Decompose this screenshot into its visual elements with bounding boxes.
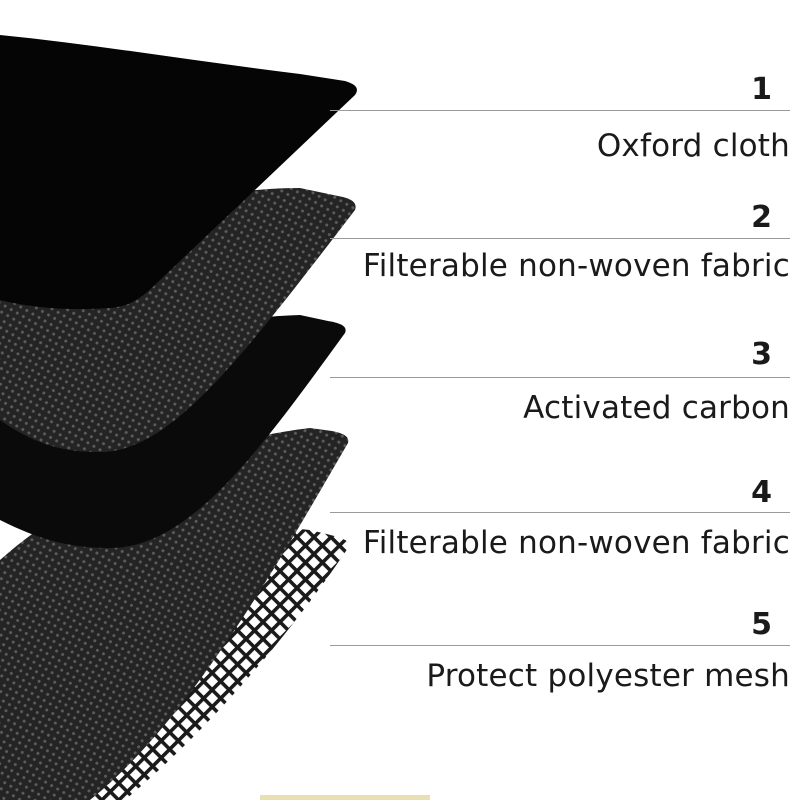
layer-5-name: Protect polyester mesh [426,658,790,694]
rule-layer-2 [330,238,790,239]
layer-5-number: 5 [751,607,772,642]
rule-layer-4 [330,512,790,513]
layer-2-number: 2 [751,200,772,235]
layer-3-name: Activated carbon [523,390,790,426]
layer-2-name: Filterable non-woven fabric [362,248,790,284]
layer-4-number: 4 [751,475,772,510]
layer-1-number: 1 [751,72,772,107]
layer-4-name: Filterable non-woven fabric [362,525,790,561]
layer-1-name: Oxford cloth [596,128,790,164]
layer-1-sheet-oxford-cloth [0,35,357,310]
rule-layer-1 [330,110,790,111]
layer-3-number: 3 [751,337,772,372]
bottom-accent-strip [260,795,430,800]
rule-layer-3 [330,377,790,378]
rule-layer-5 [330,645,790,646]
